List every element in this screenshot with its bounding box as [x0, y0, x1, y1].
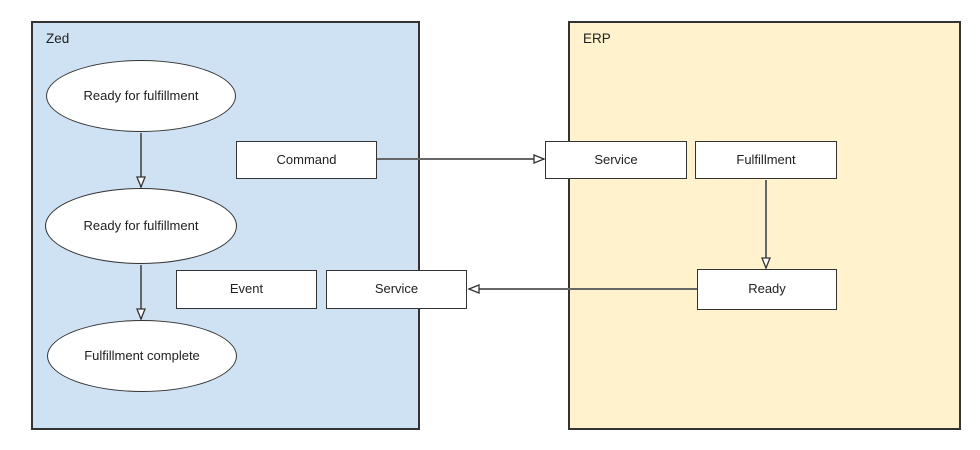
event-box[interactable]: Event: [176, 270, 317, 309]
state-fulfillment-complete[interactable]: Fulfillment complete: [47, 320, 237, 392]
state-label: Fulfillment complete: [84, 347, 200, 363]
erp-fulfillment-box[interactable]: Fulfillment: [695, 141, 837, 179]
box-label: Command: [276, 151, 337, 167]
state-label: Ready for fulfillment: [83, 217, 199, 233]
state-label: Ready for fulfillment: [83, 87, 199, 103]
state-ready-for-fulfillment-2[interactable]: Ready for fulfillment: [45, 188, 237, 264]
erp-container[interactable]: ERP: [568, 21, 961, 430]
command-box[interactable]: Command: [236, 141, 377, 179]
erp-service-box[interactable]: Service: [545, 141, 687, 179]
erp-container-label: ERP: [583, 31, 611, 46]
box-label: Event: [229, 281, 264, 297]
zed-container-label: Zed: [46, 31, 70, 46]
box-label: Service: [374, 281, 419, 297]
box-label: Service: [594, 151, 638, 167]
box-label: Ready: [748, 281, 786, 297]
zed-service-box[interactable]: Service: [326, 270, 467, 309]
erp-ready-box[interactable]: Ready: [697, 269, 837, 310]
box-label: Fulfillment: [736, 151, 796, 167]
state-ready-for-fulfillment-1[interactable]: Ready for fulfillment: [46, 60, 236, 132]
